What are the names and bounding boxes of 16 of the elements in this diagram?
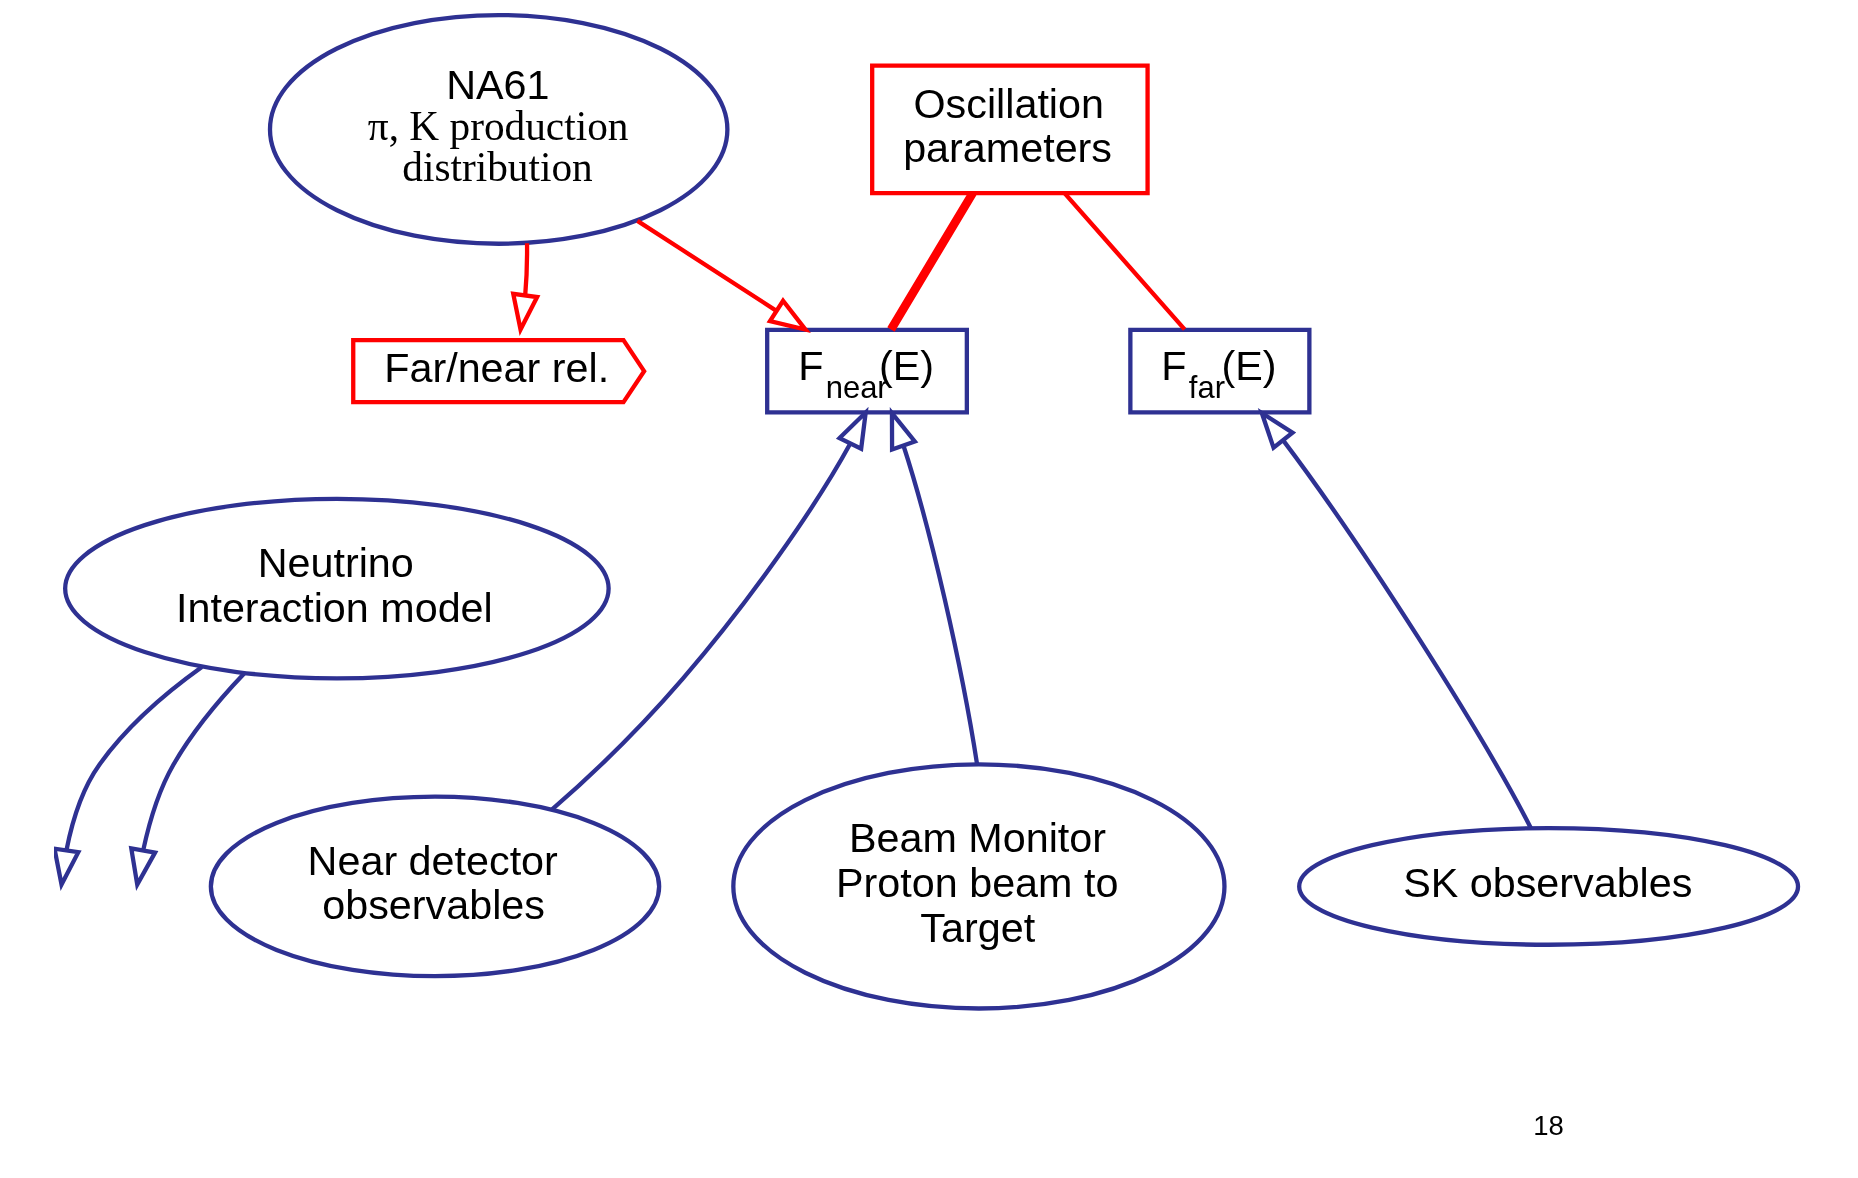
arrow [1257,407,1533,829]
arrow [635,219,811,334]
arrow [550,406,869,812]
arrow [889,406,979,765]
node-box: F$_{far}$(E) [1127,327,1311,415]
node-ellipse: Neutrino Interaction model [62,496,611,681]
node-box: Oscillation parameters [869,63,1150,196]
label: 18 [1532,1110,1564,1142]
node-ellipse: NA61 π, K production distribution [267,12,730,246]
arrow [128,672,246,891]
node-ellipse: Near detector observables [208,794,661,979]
node-ellipse: SK observables [1296,825,1800,947]
arrow [510,243,540,336]
node-ellipse: Beam Monitor Proton beam to Target [730,762,1227,1011]
node-box: F$_{near}$(E) [764,327,969,415]
arrow [53,665,203,891]
